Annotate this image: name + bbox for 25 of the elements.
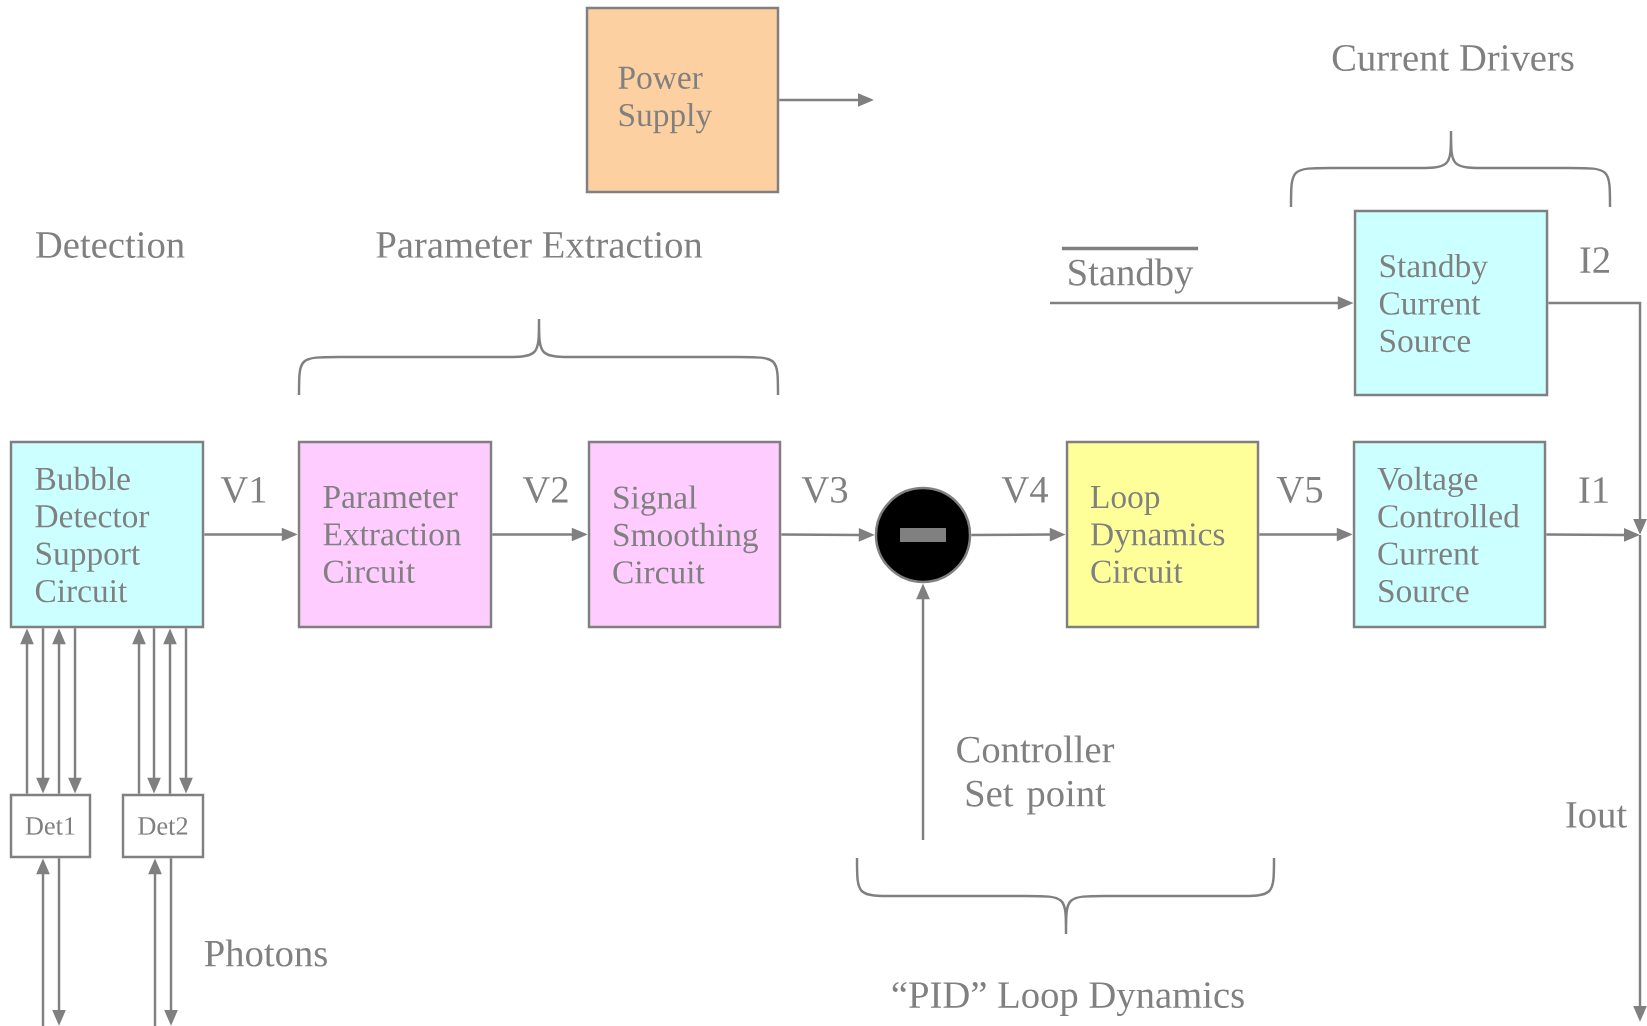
section-label: Photons [204, 939, 327, 967]
section-label: Detection [35, 232, 185, 258]
edge-label: V4 [1001, 477, 1049, 504]
edge-label: Controller Set point [957, 735, 1115, 815]
block-box: Loop Dynamics Circuit [1065, 440, 1260, 629]
edge-label: Standby [1061, 246, 1199, 294]
section-label: Iout [1566, 802, 1627, 828]
section-label: Parameter Extraction [376, 232, 703, 258]
block-box: Bubble Detector Support Circuit [9, 440, 205, 629]
block-box: Standby Current Source [1353, 209, 1549, 397]
edge-label: I1 [1579, 477, 1608, 503]
edge-label: V2 [522, 476, 568, 504]
block-box: Voltage Controlled Current Source [1352, 440, 1547, 629]
section-label: “PID” Loop Dynamics [892, 981, 1244, 1017]
block-box: Parameter Extraction Circuit [297, 440, 493, 629]
detector-box: Det1 [9, 793, 92, 859]
detector-box: Det2 [121, 793, 205, 859]
section-label: Current Drivers [1332, 45, 1574, 71]
edge-label: I2 [1580, 247, 1609, 273]
summing-junction [874, 486, 972, 584]
block-box: Signal Smoothing Circuit [587, 440, 782, 629]
edge-label: V1 [220, 476, 266, 504]
block-box: Power Supply [585, 6, 780, 194]
edge-label: V3 [801, 476, 848, 504]
edge-label: V5 [1276, 477, 1323, 503]
